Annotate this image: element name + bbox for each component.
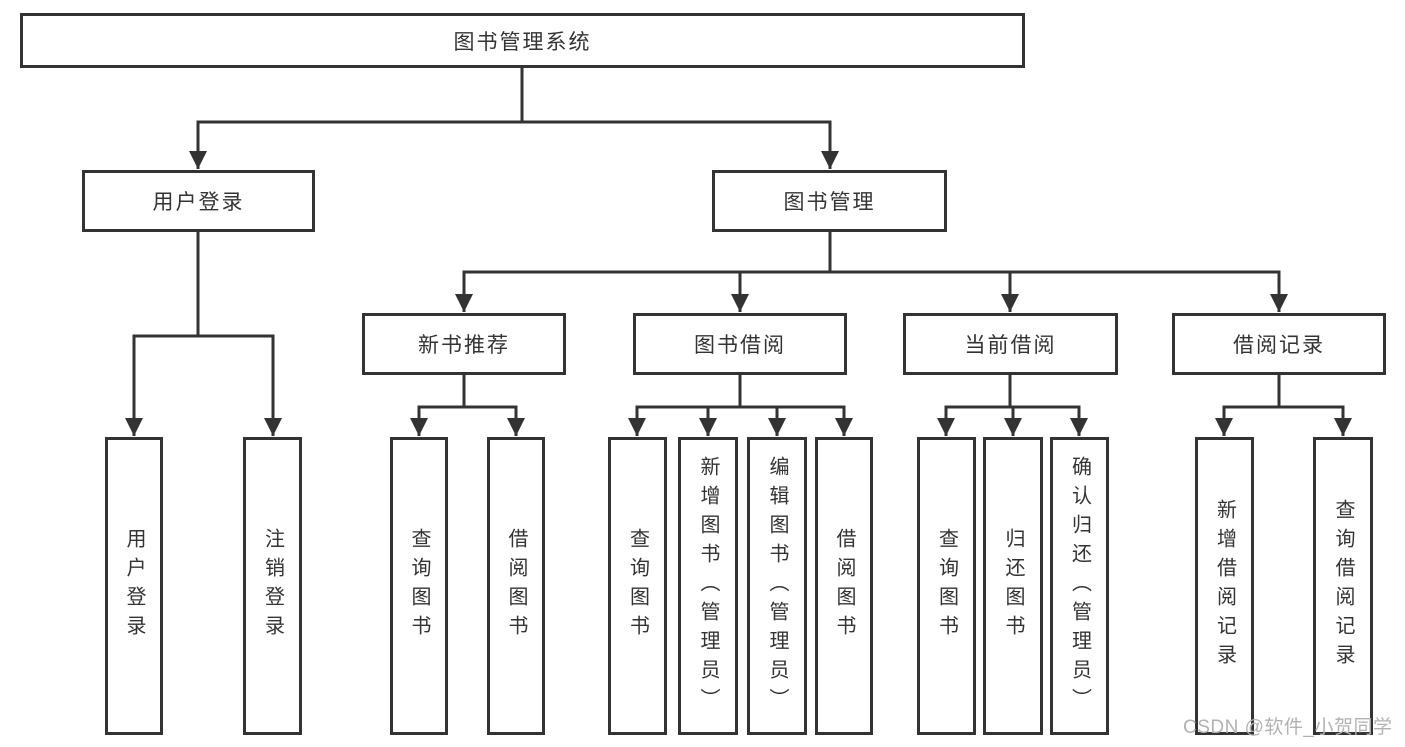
leaf-label: 编辑图书（管理员） bbox=[766, 455, 788, 717]
leaf-label: 借阅图书 bbox=[505, 528, 527, 644]
leaf-edit-books-admin: 编辑图书（管理员） bbox=[747, 437, 807, 735]
node-borrowing-records: 借阅记录 bbox=[1172, 313, 1386, 375]
node-book-management: 图书管理 bbox=[712, 170, 947, 232]
leaf-label: 归还图书 bbox=[1002, 528, 1024, 644]
leaf-borrow-books: 借阅图书 bbox=[815, 437, 873, 735]
leaf-label: 用户登录 bbox=[123, 528, 145, 644]
leaf-add-borrow-record: 新增借阅记录 bbox=[1195, 437, 1254, 735]
leaf-label: 新增借阅记录 bbox=[1213, 499, 1236, 673]
leaf-query-books-borrow: 查询图书 bbox=[608, 437, 667, 735]
node-book-borrowing: 图书借阅 bbox=[633, 313, 847, 375]
node-library-management-system: 图书管理系统 bbox=[20, 13, 1025, 68]
leaf-borrow-books-recommend: 借阅图书 bbox=[487, 437, 545, 735]
leaf-label: 确认归还（管理员） bbox=[1068, 455, 1091, 717]
leaf-query-books-recommend: 查询图书 bbox=[390, 437, 448, 735]
leaf-label: 借阅图书 bbox=[833, 528, 855, 644]
csdn-watermark: CSDN @软件_小贺同学 bbox=[1183, 717, 1393, 738]
leaf-query-books-current: 查询图书 bbox=[917, 437, 976, 735]
leaf-label: 查询图书 bbox=[935, 528, 958, 644]
node-user-login: 用户登录 bbox=[82, 170, 315, 232]
leaf-label: 新增图书（管理员） bbox=[697, 455, 719, 717]
leaf-user-login: 用户登录 bbox=[105, 437, 163, 735]
node-current-borrowing: 当前借阅 bbox=[903, 313, 1118, 375]
leaf-label: 查询图书 bbox=[626, 528, 649, 644]
leaf-label: 查询图书 bbox=[408, 528, 430, 644]
leaf-query-borrow-record: 查询借阅记录 bbox=[1313, 437, 1373, 735]
leaf-label: 注销登录 bbox=[261, 528, 284, 644]
leaf-confirm-return-admin: 确认归还（管理员） bbox=[1050, 437, 1109, 735]
leaf-label: 查询借阅记录 bbox=[1332, 499, 1354, 673]
leaf-return-books: 归还图书 bbox=[983, 437, 1043, 735]
node-new-book-recommend: 新书推荐 bbox=[362, 313, 566, 375]
leaf-add-books-admin: 新增图书（管理员） bbox=[678, 437, 738, 735]
leaf-logout: 注销登录 bbox=[243, 437, 302, 735]
